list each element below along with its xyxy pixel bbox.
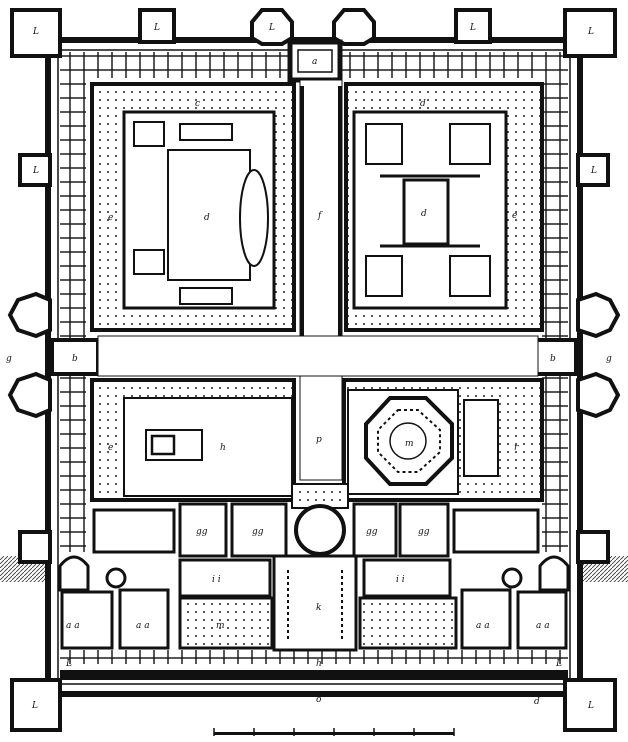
label-gate-west: b: [72, 354, 78, 364]
label-vestibule: k: [316, 603, 321, 613]
label-north-gate: a: [312, 57, 317, 67]
label-tower-nw: L: [32, 27, 39, 37]
label-corner-se: L: [587, 701, 594, 711]
label-west-g: g: [6, 354, 12, 364]
label-south-gate: o: [316, 695, 322, 705]
label-tower-ne: L: [587, 27, 594, 37]
label-hall-6: a a: [536, 621, 550, 631]
label-tower-n4: L: [469, 23, 476, 33]
label-mausoleum: m: [405, 439, 414, 449]
peristyle: [291, 375, 349, 556]
towers: [7, 8, 621, 732]
label-hall-1: i i: [212, 575, 221, 585]
label-tower-n1: L: [153, 23, 160, 33]
south-rooms: [92, 502, 540, 558]
label-court-ne-d: d: [420, 99, 426, 109]
label-side-w: L: [65, 659, 72, 669]
label-east-g: g: [606, 354, 612, 364]
label-court-ne-e: e: [512, 211, 517, 221]
tower-n4: [454, 8, 492, 44]
label-tower-w1: L: [32, 166, 39, 176]
label-hall-3: a a: [66, 621, 80, 631]
label-tower-n2: L: [268, 23, 275, 33]
label-room-1: gg: [196, 527, 208, 537]
label-court-ne-center: d: [421, 209, 427, 219]
tower-w-oct-1: [7, 291, 52, 339]
label-street-north: f: [317, 211, 323, 221]
label-tower-e1: L: [590, 166, 597, 176]
label-gate-east: b: [550, 354, 556, 364]
label-court-sw: e: [108, 443, 113, 453]
block-se: [342, 378, 544, 502]
label-room-4: gg: [418, 527, 430, 537]
tower-w-upper: [18, 153, 52, 187]
south-halls: [58, 554, 570, 652]
tower-n3-oct: [332, 8, 376, 46]
tower-se: [563, 678, 617, 732]
label-corner-sw: L: [31, 701, 38, 711]
label-hall-7: m: [216, 621, 225, 631]
label-hall-5: a a: [476, 621, 490, 631]
label-room-2: gg: [252, 527, 264, 537]
tower-e-oct-2: [576, 371, 621, 419]
label-hall-2: i i: [396, 575, 405, 585]
tower-n2-oct: [250, 8, 294, 46]
label-peristyle: p: [316, 435, 322, 445]
block-sw: [90, 378, 296, 502]
label-cryptoporticus: h: [316, 659, 322, 669]
tower-e-lower: [576, 530, 610, 564]
tower-n1: [138, 8, 176, 44]
label-mark-bottom: d: [534, 697, 540, 707]
label-court-se: r: [514, 443, 519, 453]
label-temple: h: [220, 443, 226, 453]
tower-ne: [563, 8, 617, 58]
tower-w-lower: [18, 530, 52, 564]
label-court-nw-e: e: [108, 213, 113, 223]
label-court-nw-d: d: [204, 213, 210, 223]
plan-labels: L L L a L L L L b b g g c d e f d d e e …: [6, 23, 612, 711]
tower-nw: [10, 8, 62, 58]
block-nw: [90, 82, 296, 332]
gate-west-tower: [50, 338, 100, 376]
label-room-3: gg: [366, 527, 378, 537]
label-side-e: L: [555, 659, 562, 669]
tower-w-oct-2: [7, 371, 52, 419]
tower-sw: [10, 678, 62, 732]
tower-e-upper: [576, 153, 610, 187]
label-court-nw: c: [195, 99, 200, 109]
block-ne: [344, 82, 544, 332]
tower-e-oct-1: [576, 291, 621, 339]
scale-bar: [213, 728, 455, 736]
label-hall-4: a a: [136, 621, 150, 631]
